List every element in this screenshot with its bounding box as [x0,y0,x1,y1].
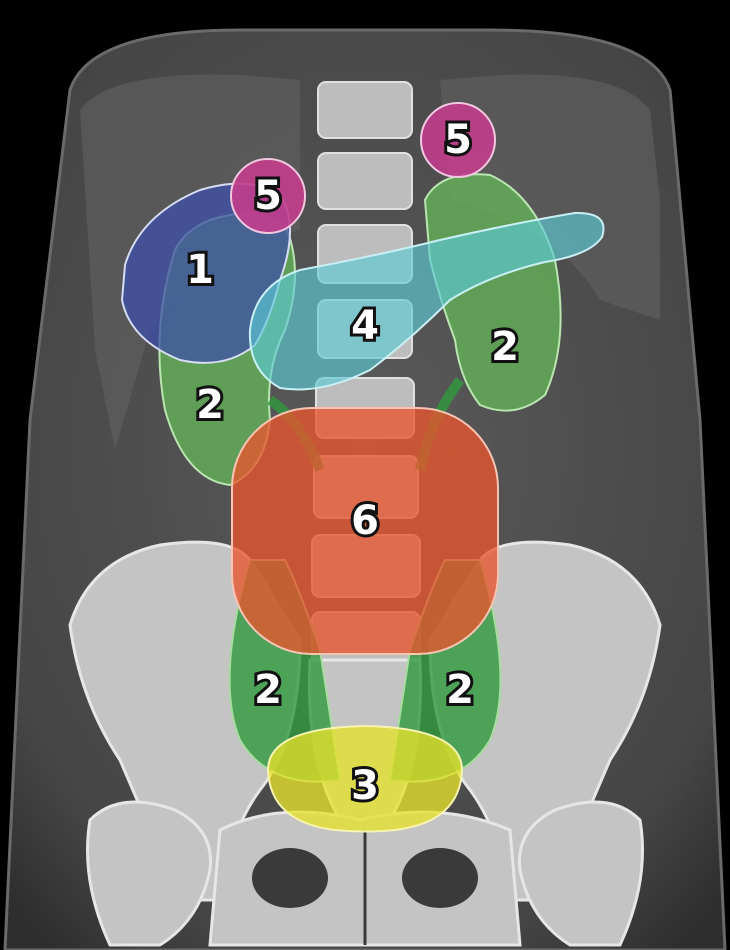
obturator-foramen-left [402,848,478,908]
label-aorta-mass: 6 [351,498,379,544]
obturator-foramen-right [252,848,328,908]
label-pancreas: 4 [351,303,379,349]
label-liver: 1 [186,247,214,293]
label-ureter-right: 2 [254,667,282,713]
label-adrenal-right: 5 [254,173,282,219]
label-bladder: 3 [351,763,379,809]
label-kidney-left: 2 [491,324,519,370]
label-adrenal-left: 5 [444,117,472,163]
vertebra [318,153,412,209]
vertebra [318,82,412,138]
label-kidney-right: 2 [196,382,224,428]
label-ureter-left: 2 [446,667,474,713]
